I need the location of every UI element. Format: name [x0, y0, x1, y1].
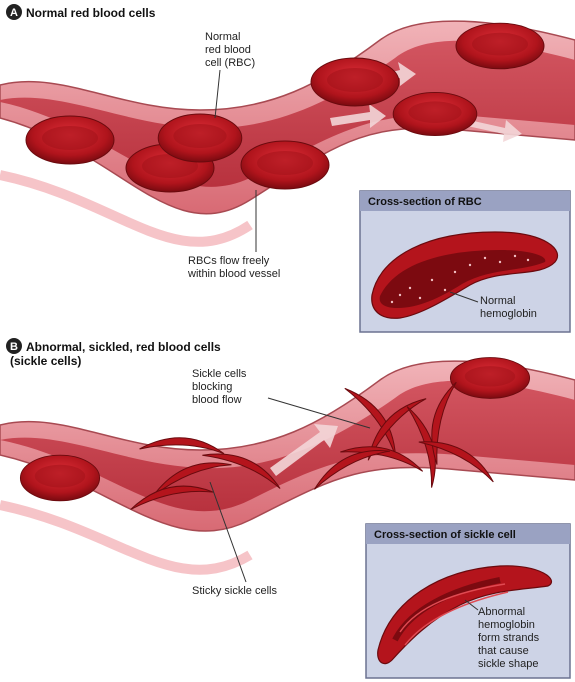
panel-b: B Abnormal, sickled, red blood cells (si… [0, 338, 575, 678]
badge-b: B [10, 341, 18, 353]
label-sticky: Sticky sickle cells [192, 585, 277, 597]
panel-b-title: Abnormal, sickled, red blood cells (sick… [10, 340, 224, 368]
label-blocking: Sickle cells blocking blood flow [192, 368, 249, 406]
inset-a-title: Cross-section of RBC [368, 196, 482, 208]
inset-sickle-cross-section: Cross-section of sickle cell Abnormal he… [366, 524, 570, 678]
badge-a: A [10, 7, 18, 19]
label-normal-rbc: Normal red blood cell (RBC) [205, 31, 255, 69]
panel-a-title: Normal red blood cells [26, 6, 156, 20]
inset-b-title: Cross-section of sickle cell [374, 529, 516, 541]
inset-rbc-cross-section: Cross-section of RBC Normal hemoglobin [360, 191, 570, 332]
panel-a: A Normal red blood cells Normal re [0, 4, 575, 332]
label-flow: RBCs flow freely within blood vessel [187, 255, 280, 280]
